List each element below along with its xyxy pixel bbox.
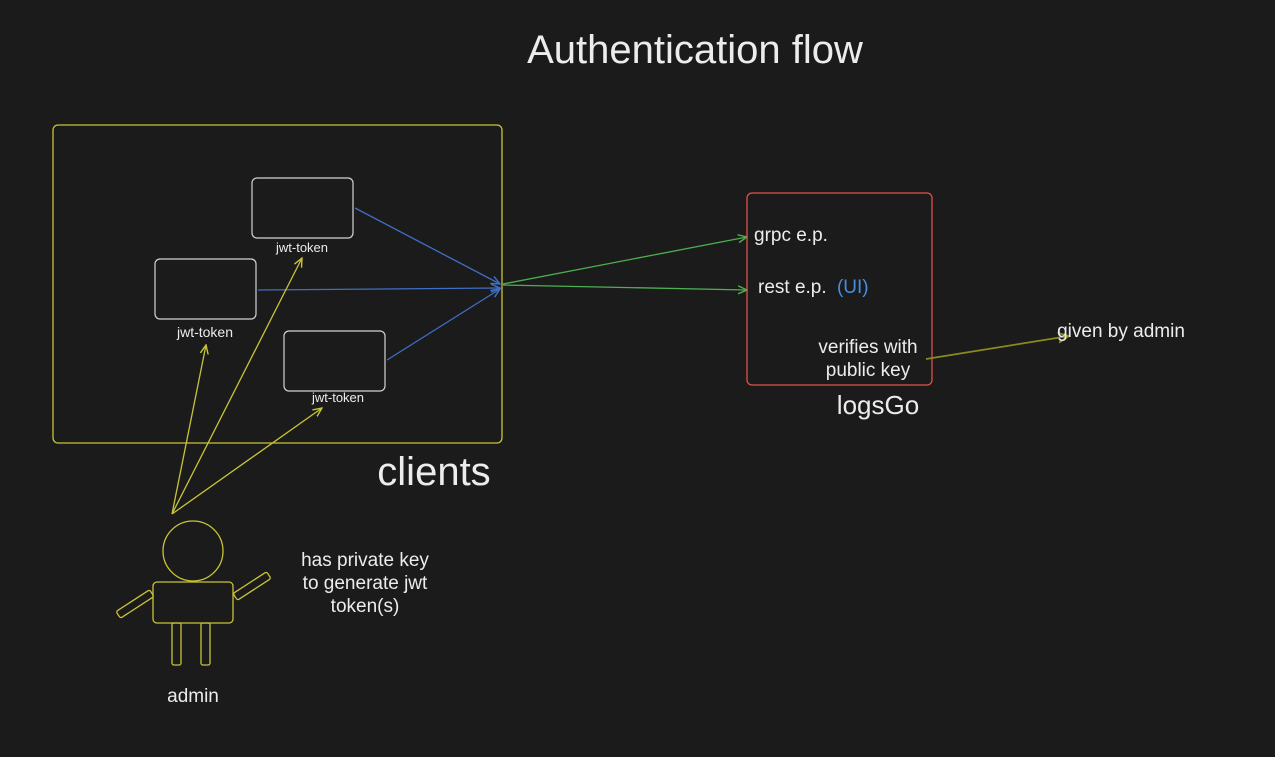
jwt-token-label-bottom: jwt-token (311, 390, 364, 405)
client-box-top (251, 177, 354, 239)
admin-arrow-bottom (171, 408, 322, 515)
logsgo-box (746, 192, 933, 386)
rest-endpoint-label: rest e.p. (758, 277, 827, 298)
rest-endpoint-text: rest e.p. (UI) (758, 277, 869, 298)
jwt-token-label-left: jwt-token (176, 324, 233, 340)
admin-note-line-3: token(s) (331, 596, 400, 617)
admin-figure (116, 520, 271, 666)
admin-note-line-2: to generate jwt (303, 573, 428, 594)
public-key-arrow (925, 336, 1069, 360)
grpc-endpoint-label: grpc e.p. (754, 225, 828, 246)
admin-arrow-left (171, 345, 206, 515)
client-box-bottom (283, 330, 386, 392)
client-top-arrow (354, 207, 500, 284)
admin-left-leg (171, 622, 182, 666)
admin-left-arm (116, 589, 154, 619)
admin-arrow-top (171, 258, 302, 515)
client-box-left (154, 258, 257, 320)
admin-note-line-1: has private key (301, 550, 429, 571)
verifies-line-2: public key (826, 360, 911, 381)
client-bottom-arrow (386, 289, 500, 361)
logsgo-label: logsGo (837, 390, 919, 420)
admin-right-leg (200, 622, 211, 666)
clients-label: clients (377, 450, 490, 494)
given-by-admin-label: given by admin (1057, 321, 1185, 342)
client-left-arrow (257, 288, 500, 290)
rest-ui-label: (UI) (837, 277, 869, 298)
verifies-line-1: verifies with (818, 337, 917, 358)
admin-label: admin (167, 686, 219, 707)
jwt-token-label-top: jwt-token (275, 240, 328, 255)
admin-head (162, 520, 224, 582)
clients-box (52, 124, 503, 444)
admin-body (152, 581, 234, 624)
grpc-endpoint-arrow (502, 237, 747, 285)
diagram-title: Authentication flow (527, 28, 863, 72)
rest-endpoint-arrow (502, 284, 747, 290)
admin-right-arm (233, 571, 271, 601)
